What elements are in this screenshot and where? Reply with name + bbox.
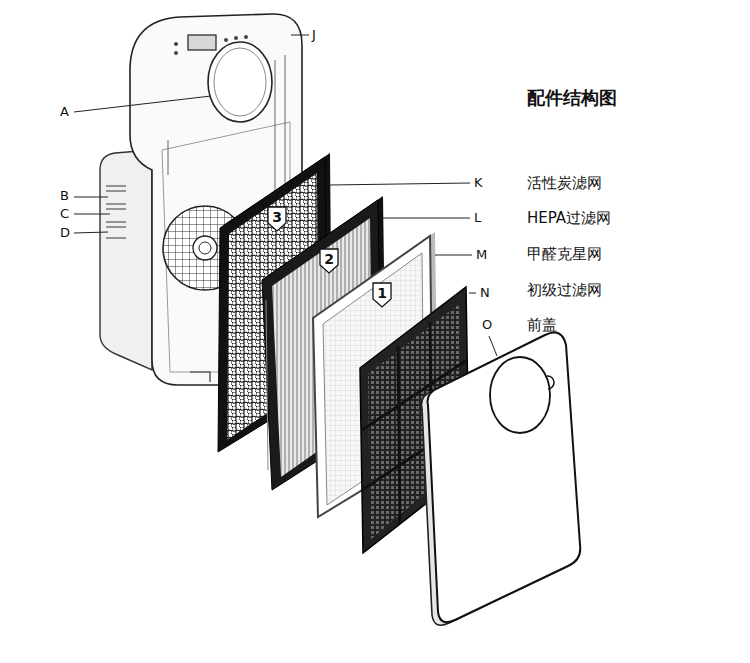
part-name: HEPA过滤网 (527, 209, 611, 227)
part-name: 前盖 (527, 316, 557, 334)
part-letter: O (482, 317, 492, 333)
part-name: 活性炭滤网 (527, 174, 602, 192)
part-letter: B (60, 188, 69, 204)
part-letter: N (480, 285, 490, 301)
front-cover (422, 333, 581, 626)
callout-number: 1 (377, 285, 387, 302)
callout-number: 2 (324, 251, 334, 268)
part-letter: D (60, 225, 70, 241)
part-name: 甲醛克星网 (527, 245, 602, 263)
part-name: 初级过滤网 (527, 281, 602, 299)
diagram-title: 配件结构图 (527, 87, 617, 109)
part-letter: K (474, 175, 483, 191)
part-letter: M (476, 247, 487, 263)
part-letter: L (474, 210, 481, 226)
leader-lines (74, 35, 497, 356)
callout-number: 3 (272, 209, 282, 226)
part-letter: C (60, 206, 69, 222)
part-letter: A (60, 104, 69, 120)
part-letter: J (312, 27, 316, 43)
filter-tabs (268, 207, 391, 307)
